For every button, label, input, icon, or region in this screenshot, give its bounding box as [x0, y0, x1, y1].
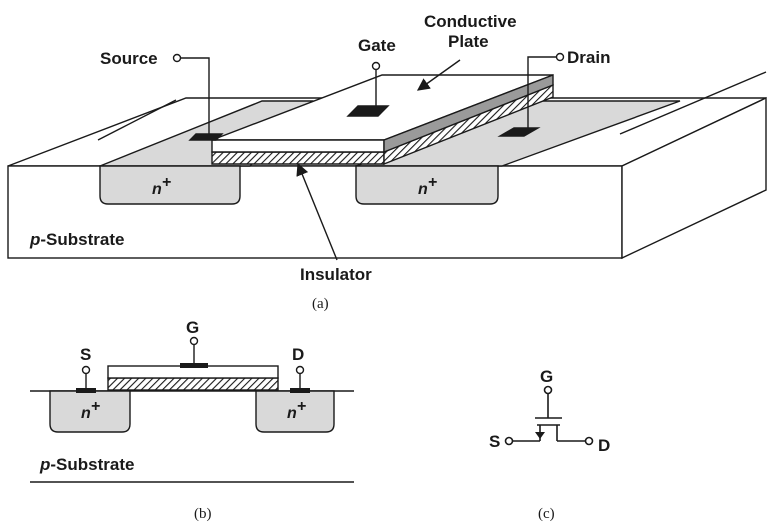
s-label-c: S: [489, 432, 500, 451]
drain-terminal: [555, 52, 565, 62]
gate-contact-pad: [346, 105, 390, 117]
source-nplus-b: n+: [81, 398, 100, 422]
gate-terminal-b: [189, 336, 199, 346]
drain-terminal-c: [584, 436, 594, 446]
gate-terminal-c: [543, 385, 553, 395]
source-label: Source: [100, 49, 158, 68]
source-nplus-label: n+: [152, 174, 171, 198]
panel-b: [30, 336, 354, 483]
caption-b: (b): [194, 506, 212, 522]
drain-nplus-label: n+: [418, 174, 437, 198]
d-label-b: D: [292, 345, 304, 364]
insulator-front: [211, 151, 385, 165]
source-lead: [181, 57, 210, 138]
conductive-plate-label-1: Conductive: [424, 12, 517, 31]
substrate-label-b: p-Substrate: [39, 455, 134, 474]
source-terminal: [172, 53, 182, 63]
source-contact-b: [76, 388, 96, 393]
substrate-right-back-edge: [619, 71, 767, 135]
source-well-b: [49, 390, 131, 433]
gate-label: Gate: [358, 36, 396, 55]
plate-side: [383, 73, 554, 154]
drain-contact-b: [290, 388, 310, 393]
drain-nplus-b: n+: [287, 398, 306, 422]
source-terminal-b: [81, 365, 91, 375]
g-label-b: G: [186, 318, 199, 337]
drain-well-b: [255, 390, 335, 433]
panel-c-symbol: [504, 385, 594, 446]
panel-a: [7, 52, 767, 261]
caption-a: (a): [312, 296, 329, 312]
drain-well: [355, 165, 499, 205]
g-label-c: G: [540, 367, 553, 386]
source-well: [99, 165, 241, 205]
plate-front: [211, 139, 385, 153]
panel-c-labels: G S D (c): [489, 367, 610, 522]
s-label-b: S: [80, 345, 91, 364]
panel-b-labels: S G D n+ n+ p-Substrate (b): [39, 318, 306, 522]
drain-terminal-b: [295, 365, 305, 375]
gate-contact-b: [180, 363, 208, 368]
d-label-c: D: [598, 436, 610, 455]
source-terminal-c: [504, 436, 514, 446]
conductive-plate-arrow: [416, 59, 461, 91]
substrate-back-edge: [97, 99, 177, 141]
source-arrow-icon: [535, 432, 545, 439]
panel-a-labels: Source Gate Conductive Plate Drain n+ n+…: [29, 12, 610, 312]
insulator-b: [107, 377, 279, 391]
insulator-arrow: [296, 162, 338, 261]
insulator-label: Insulator: [300, 265, 372, 284]
drain-lead: [527, 56, 556, 132]
caption-c: (c): [538, 506, 555, 522]
drain-label: Drain: [567, 48, 610, 67]
substrate-label-a: p-Substrate: [29, 230, 124, 249]
source-contact-pad: [188, 133, 224, 141]
gate-terminal: [371, 61, 381, 71]
substrate-right-face: [621, 96, 767, 260]
conductive-plate-label-2: Plate: [448, 32, 489, 51]
